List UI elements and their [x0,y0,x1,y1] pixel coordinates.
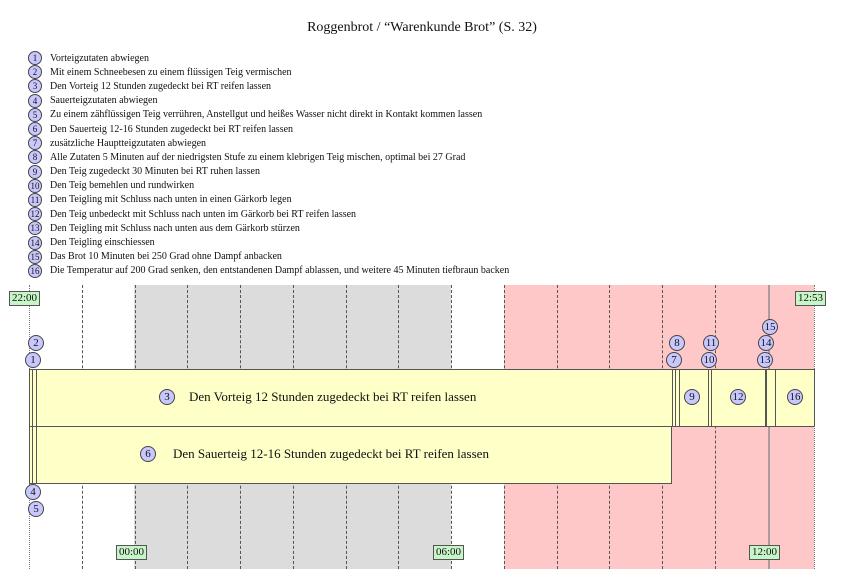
step-item: 3 Den Vorteig 12 Stunden zugedeckt bei RT… [28,79,509,94]
step-item: 9 Den Teig zugedeckt 30 Minuten bei RT ru… [28,164,509,179]
step-number-badge: 13 [28,221,42,236]
step-text: Sauerteigzutaten abwiegen [50,95,158,107]
step-marker: 12 [730,389,746,405]
step-number-badge: 9 [28,164,42,179]
step-6-bar-label: Den Sauerteig 12-16 Stunden zugedeckt be… [173,446,489,461]
step-marker: 10 [701,352,717,368]
step-item: 4 Sauerteigzutaten abwiegen [28,93,509,108]
step-text: Den Teig bemehlen und rundwirken [50,180,195,192]
step-number-badge: 3 [28,79,42,94]
step-number-badge: 2 [28,65,42,80]
tick-label: 12:00 [749,545,781,560]
step-item: 6 Den Sauerteig 12-16 Stunden zugedeckt b… [28,122,509,137]
step-text: Den Teigling einschiessen [50,237,155,249]
step-marker: 8 [669,335,685,351]
step-marker: 13 [757,352,773,368]
step-text: Den Teig zugedeckt 30 Minuten bei RT ruh… [50,166,260,178]
step-item: 7 zusätzliche Hauptteigzutaten abwiegen [28,136,509,151]
step-item: 1 Vorteigzutaten abwiegen [28,51,509,66]
end-time-label: 12:53 [795,291,827,306]
step-text: Vorteigzutaten abwiegen [50,52,149,64]
step-marker: 9 [684,389,700,405]
step-marker: 15 [762,319,778,335]
sauerteig-bar [29,426,672,484]
step-number-badge: 12 [28,207,42,222]
step-text: Mit einem Schneebesen zu einem flüssigen… [50,66,292,78]
step-text: Das Brot 10 Minuten bei 250 Grad ohne Da… [50,251,282,263]
step-item: 15 Das Brot 10 Minuten bei 250 Grad ohne … [28,249,509,264]
step-item: 5 Zu einem zähflüssigen Teig verrühren, A… [28,107,509,122]
step-marker: 2 [28,335,44,351]
step-number-badge: 8 [28,150,42,165]
step-3-bar-label: Den Vorteig 12 Stunden zugedeckt bei RT … [189,389,477,404]
step-marker: 11 [703,335,719,351]
step-marker: 7 [666,352,682,368]
step-item: 11 Den Teigling mit Schluss nach unten in… [28,192,509,207]
step-text: Den Teigling mit Schluss nach unten in e… [50,194,292,206]
start-time-label: 22:00 [9,291,41,306]
step-item: 13 Den Teigling mit Schluss nach unten au… [28,221,509,236]
end-gridline [814,285,815,569]
step-number-badge: 5 [28,107,42,122]
step-number-badge: 1 [28,51,42,66]
step-item: 16 Die Temperatur auf 200 Grad senken, de… [28,263,510,278]
step-text: Zu einem zähflüssigen Teig verrühren, An… [50,109,483,121]
step-number-badge: 16 [28,263,42,278]
step-marker: 3 [159,389,175,405]
diagram-title: Roggenbrot / “Warenkunde Brot” (S. 32) [307,20,537,35]
step-text: Den Vorteig 12 Stunden zugedeckt bei RT … [50,80,272,92]
step-number-badge: 4 [28,93,42,108]
step-text: Den Sauerteig 12-16 Stunden zugedeckt be… [50,123,294,135]
step-list: 1 Vorteigzutaten abwiegen 2 Mit einem Schne… [28,51,509,278]
step-number-badge: 14 [28,235,42,250]
tick-label: 06:00 [433,545,465,560]
hour-gridline [714,285,716,569]
step-marker: 4 [25,484,41,500]
step-marker: 16 [787,389,803,405]
step-marker: 5 [28,501,44,517]
step-number-badge: 6 [28,122,42,137]
step-text: zusätzliche Hauptteigzutaten abwiegen [50,137,207,149]
step-item: 2 Mit einem Schneebesen zu einem flüssige… [28,65,509,80]
step-marker: 14 [758,335,774,351]
step-marker: 1 [25,352,41,368]
step-text: Den Teig unbedeckt mit Schluss nach unte… [50,208,357,220]
step-item: 10 Den Teig bemehlen und rundwirken [28,178,509,193]
step-item: 12 Den Teig unbedeckt mit Schluss nach un… [28,207,509,222]
step-text: Alle Zutaten 5 Minuten auf der niedrigst… [50,151,466,163]
step-item: 8 Alle Zutaten 5 Minuten auf der niedrigs… [28,150,509,165]
hour-gridline [767,285,770,569]
step-number-badge: 10 [28,178,42,193]
step-text: Den Teigling mit Schluss nach unten aus … [50,222,300,234]
step-item: 14 Den Teigling einschiessen [28,235,509,250]
step-number-badge: 11 [28,192,42,207]
step-number-badge: 7 [28,136,42,151]
step-text: Die Temperatur auf 200 Grad senken, den … [50,265,510,277]
step-marker: 6 [140,446,156,462]
tick-label: 00:00 [116,545,148,560]
step-number-badge: 15 [28,249,42,264]
